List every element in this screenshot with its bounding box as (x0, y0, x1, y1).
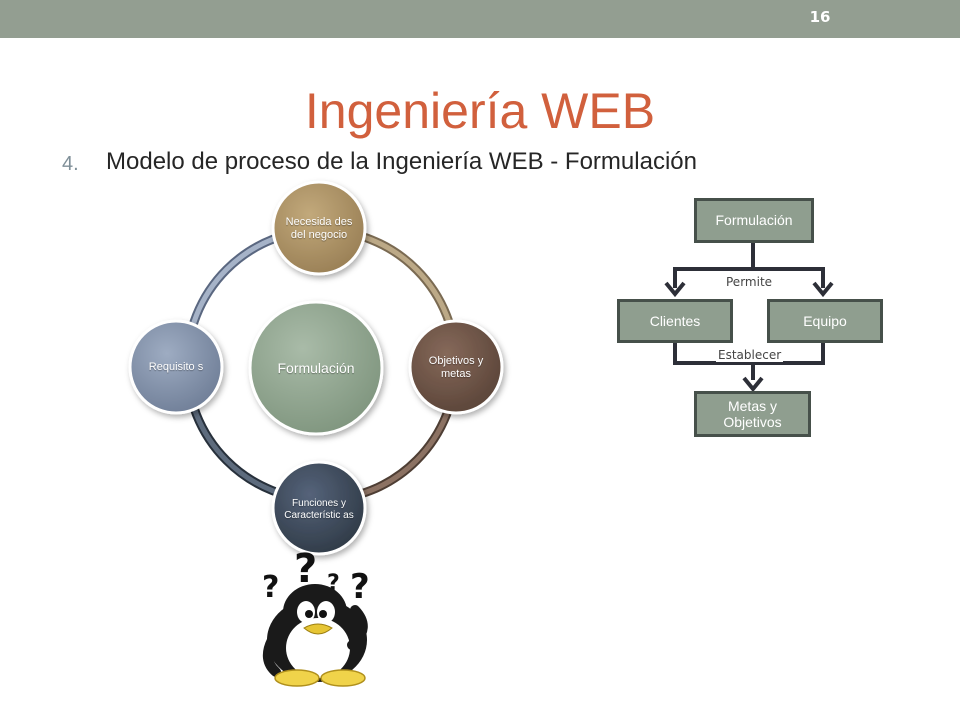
svg-text:?: ? (350, 567, 370, 607)
slide-number: 16 (809, 8, 831, 26)
flow-box-metas: Metas y Objetivos (694, 391, 811, 437)
flow-edge-label-permite: Permite (724, 275, 775, 289)
cycle-node-label-objetivos: Objetivos y metas (428, 354, 484, 380)
bullet-text: Modelo de proceso de la Ingeniería WEB -… (106, 148, 697, 175)
cycle-node-label-necesidades: Necesida des del negocio (285, 215, 353, 241)
flow-box-formulacion: Formulación (694, 198, 814, 243)
penguin-question-icon: ? ? ? ? (262, 546, 370, 687)
top-bar (0, 0, 960, 38)
svg-text:?: ? (294, 546, 317, 592)
flow-box-equipo: Equipo (767, 299, 883, 343)
cycle-center-label: Formulación (277, 359, 355, 376)
svg-text:?: ? (262, 570, 279, 605)
cycle-node-label-requisitos: Requisito s (148, 361, 204, 374)
cycle-center-circle (248, 300, 384, 436)
flow-arrowheads (664, 281, 834, 393)
bullet-number: 4. (62, 153, 79, 175)
slide-title: Ingeniería WEB (304, 83, 656, 139)
cycle-node-funciones (271, 460, 367, 556)
flow-box-clientes: Clientes (617, 299, 733, 343)
cycle-node-necesidades (271, 180, 367, 276)
flow-connectors (673, 243, 825, 380)
cycle-node-objetivos (408, 319, 504, 415)
cycle-node-label-funciones: Funciones y Característic as (284, 498, 354, 521)
flow-edge-label-establecer: Establecer (716, 348, 784, 362)
cycle-node-requisitos (128, 319, 224, 415)
